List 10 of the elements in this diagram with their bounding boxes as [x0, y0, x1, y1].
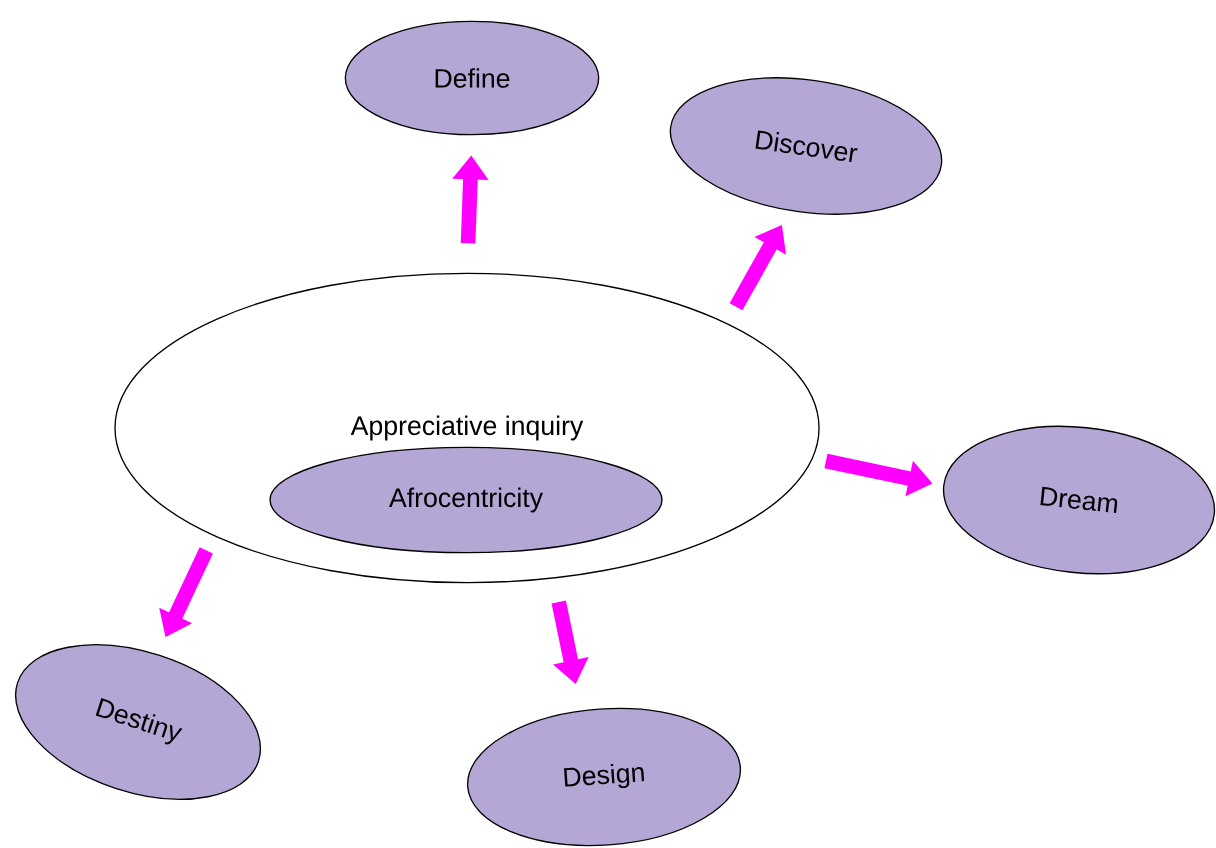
ellipse-node	[269, 446, 663, 554]
node-label: Design	[564, 763, 645, 789]
ellipse-node	[467, 707, 741, 847]
node-label: Define	[435, 68, 510, 88]
ellipse-node	[943, 425, 1215, 575]
node-label: Dream	[1040, 486, 1118, 513]
node-label: Afrocentricity	[389, 487, 543, 513]
ellipse-node	[344, 20, 600, 136]
node-label: Discover	[755, 130, 858, 162]
node-heading: Appreciative inquiry	[350, 415, 584, 441]
